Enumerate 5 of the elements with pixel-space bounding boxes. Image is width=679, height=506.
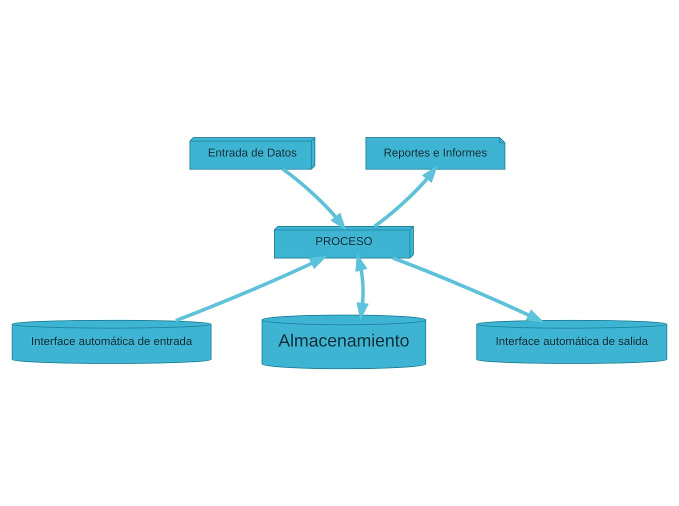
arrow [392, 256, 544, 322]
arrow [374, 165, 438, 228]
arrow [175, 256, 328, 322]
arrow [282, 168, 346, 230]
arrow [355, 253, 369, 320]
